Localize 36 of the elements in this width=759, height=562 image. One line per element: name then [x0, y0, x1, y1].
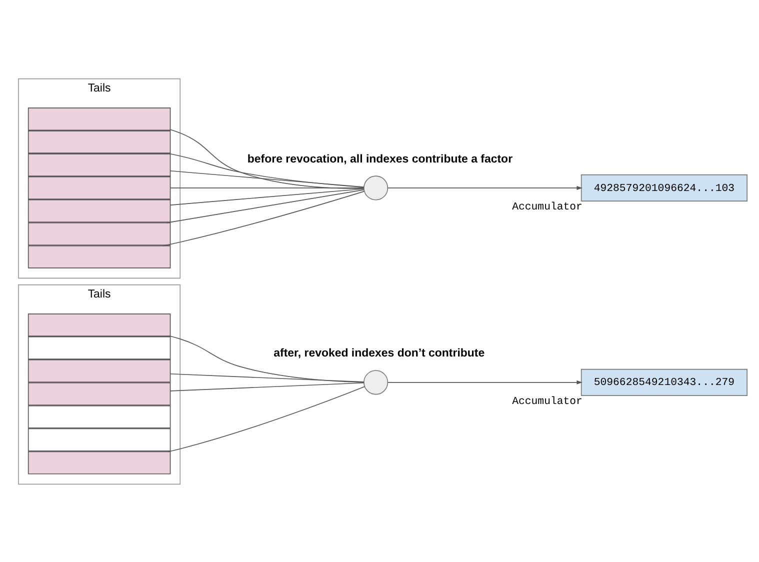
node-box [28, 176, 171, 199]
node-box [28, 130, 171, 153]
node-box [28, 404, 171, 428]
node-box: 4928579201096624...103 [580, 174, 748, 201]
node-label: Accumulator [512, 201, 582, 214]
connector [170, 170, 364, 187]
node-box [28, 107, 171, 130]
node-box [28, 382, 171, 405]
arrow [387, 185, 582, 190]
node-box [28, 222, 171, 245]
connector [162, 190, 365, 246]
label: before revocation, all indexes contribute a factor [247, 152, 513, 165]
connector [170, 187, 364, 188]
node-circle [364, 175, 388, 200]
node-box [28, 198, 171, 222]
node-box [28, 358, 171, 382]
arrow [387, 380, 582, 384]
node-box [28, 450, 171, 474]
node-box [28, 244, 171, 268]
node-label: Accumulator [512, 396, 582, 408]
node-box [28, 428, 171, 451]
node-box [28, 153, 171, 176]
connector [170, 188, 364, 205]
node-box [28, 336, 171, 359]
connector [170, 382, 364, 391]
connector [170, 128, 364, 188]
label: after, revoked indexes don’t contribute [274, 347, 485, 360]
cluster: Tails [18, 78, 181, 278]
connector [170, 372, 364, 382]
connector [166, 188, 364, 223]
cluster: Tails [18, 284, 181, 484]
node-circle [364, 370, 388, 394]
connector [170, 335, 364, 382]
connector [168, 386, 366, 452]
node-box: 5096628549210343...279 [580, 368, 748, 396]
node-box [28, 313, 171, 336]
